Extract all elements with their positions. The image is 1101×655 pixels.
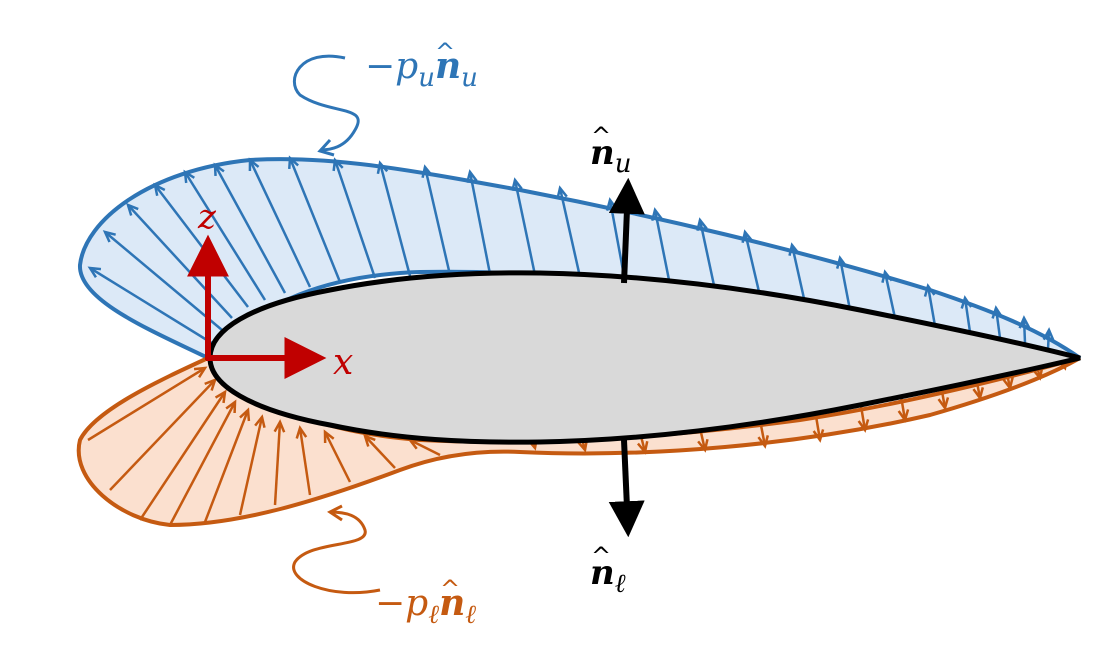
lower-pressure-arrow: [87, 366, 206, 442]
upper-pressure-arrow-head: [696, 217, 708, 231]
lower-pressure-arrow-head: [204, 377, 217, 391]
upper-pressure-arrow: [698, 219, 717, 291]
upper-pressure-arrow-head: [923, 283, 936, 297]
lower-normal-hat-icon: ^: [591, 542, 611, 570]
upper-pressure-arrow: [838, 257, 852, 311]
upper-pressure-arrow: [288, 157, 342, 283]
upper-pressure-arrow: [1046, 329, 1051, 350]
upper-load-hat-icon: ^: [435, 38, 455, 66]
upper-pressure-arrow-head: [466, 169, 478, 183]
upper-pressure-arrow: [743, 231, 762, 297]
upper-pressure-arrow: [127, 204, 233, 319]
lower-pressure-arrow-head: [225, 399, 237, 414]
upper-pressure-arrow-head: [1018, 315, 1031, 329]
z-axis-label: z: [197, 197, 217, 237]
upper-pressure-arrow-head: [1042, 327, 1055, 341]
upper-load-label: −punu: [365, 45, 478, 93]
upper-pressure-arrow-head: [87, 266, 102, 278]
upper-pressure-arrow-head: [960, 295, 973, 309]
upper-normal-label: nu: [590, 133, 631, 179]
lower-normal-label: nℓ: [590, 553, 626, 599]
upper-pressure-arrow-head: [288, 155, 299, 170]
upper-squiggle-arrow-icon: [292, 54, 360, 152]
lower-pressure-arrow-head: [214, 389, 227, 404]
upper-pressure-arrow: [883, 271, 897, 319]
lower-pressure-arrow-head: [254, 414, 266, 428]
lower-pressure-arrow-head: [239, 407, 251, 422]
upper-pressure-arrow-head: [376, 160, 389, 175]
upper-normal-arrow: [608, 177, 645, 284]
lower-pressure-arrow-head: [697, 439, 709, 453]
lower-pressure-arrow-head: [295, 425, 308, 439]
upper-pressure-arrow: [513, 179, 537, 276]
upper-normal-hat-icon: ^: [591, 122, 611, 150]
lower-load-label: −pℓnℓ: [375, 582, 476, 630]
upper-pressure-arrow-head: [991, 305, 1004, 319]
upper-pressure-arrow: [926, 285, 937, 327]
lower-pressure-arrow-head: [1002, 377, 1014, 391]
upper-squiggle-arrowhead-icon: [317, 138, 335, 157]
upper-pressure-arrow-head: [741, 229, 753, 244]
upper-pressure-arrow: [558, 187, 582, 278]
upper-pressure-arrow: [423, 166, 452, 276]
upper-pressure-arrow-head: [651, 207, 663, 221]
lower-pressure-arrow-head: [323, 429, 335, 444]
upper-pressure-arrow: [333, 159, 377, 279]
x-axis-label: x: [333, 342, 353, 383]
upper-pressure-arrow-head: [126, 202, 139, 216]
lower-pressure-arrow: [364, 435, 396, 469]
lower-pressure-arrow-head: [897, 409, 910, 423]
lower-pressure-arrow: [273, 421, 282, 506]
upper-pressure-arrow: [653, 209, 672, 286]
airfoil: [207, 270, 1081, 445]
upper-pressure-arrow-head: [332, 157, 344, 172]
upper-pressure-arrows: [87, 155, 1055, 350]
lower-pressure-arrow: [203, 409, 250, 523]
lower-pressure-arrow: [238, 416, 264, 516]
upper-pressure-arrow: [104, 231, 223, 331]
upper-pressure-arrow-head: [183, 169, 195, 184]
upper-pressure-arrow: [790, 244, 807, 304]
upper-pressure-arrow: [213, 164, 287, 294]
lower-squiggle-arrowhead-icon: [327, 504, 343, 522]
lower-normal-arrow: [608, 439, 645, 538]
upper-pressure-arrow-head: [102, 230, 116, 243]
upper-pressure-arrow: [468, 171, 492, 275]
lower-pressure-arrow-head: [937, 397, 950, 411]
lower-load-hat-icon: ^: [440, 575, 460, 603]
upper-pressure-arrow: [963, 297, 972, 333]
lower-pressure-arrow: [298, 427, 312, 496]
lower-pressure-arrow-head: [972, 387, 985, 401]
lower-pressure-arrow: [409, 438, 441, 457]
lower-pressure-arrow: [138, 391, 227, 521]
lower-pressure-arrow: [109, 379, 216, 491]
upper-pressure-arrow: [994, 307, 1002, 339]
lower-pressure-arrow-head: [1031, 366, 1044, 381]
lower-pressure-arrow-head: [363, 433, 376, 447]
lower-pressure-arrow: [168, 401, 237, 526]
upper-pressure-arrow: [248, 159, 312, 288]
upper-pressure-arrow-head: [788, 242, 800, 256]
lower-pressure-arrow-head: [757, 435, 770, 449]
upper-pressure-arrow-head: [153, 182, 166, 197]
upper-pressure-arrow-head: [511, 177, 523, 191]
lower-pressure-arrow-head: [857, 419, 870, 433]
upper-pressure-arrow-head: [835, 255, 848, 269]
upper-pressure-arrow-head: [556, 185, 568, 199]
upper-pressure-arrow: [378, 162, 412, 277]
upper-pressure-arrow-head: [421, 164, 433, 179]
lower-pressure-arrow-head: [193, 366, 208, 378]
upper-pressure-arrow: [1022, 317, 1027, 344]
upper-pressure-arrow-head: [213, 162, 225, 177]
lower-pressure-arrow-head: [636, 440, 649, 455]
lower-pressure-arrow: [323, 431, 352, 483]
lower-pressure-arrow-head: [812, 429, 825, 443]
upper-pressure-arrow-head: [248, 157, 260, 172]
upper-pressure-arrow: [89, 266, 216, 347]
lower-pressure-arrow-head: [273, 419, 286, 433]
upper-pressure-arrow-head: [881, 269, 893, 283]
lower-squiggle-arrow-icon: [292, 510, 381, 595]
